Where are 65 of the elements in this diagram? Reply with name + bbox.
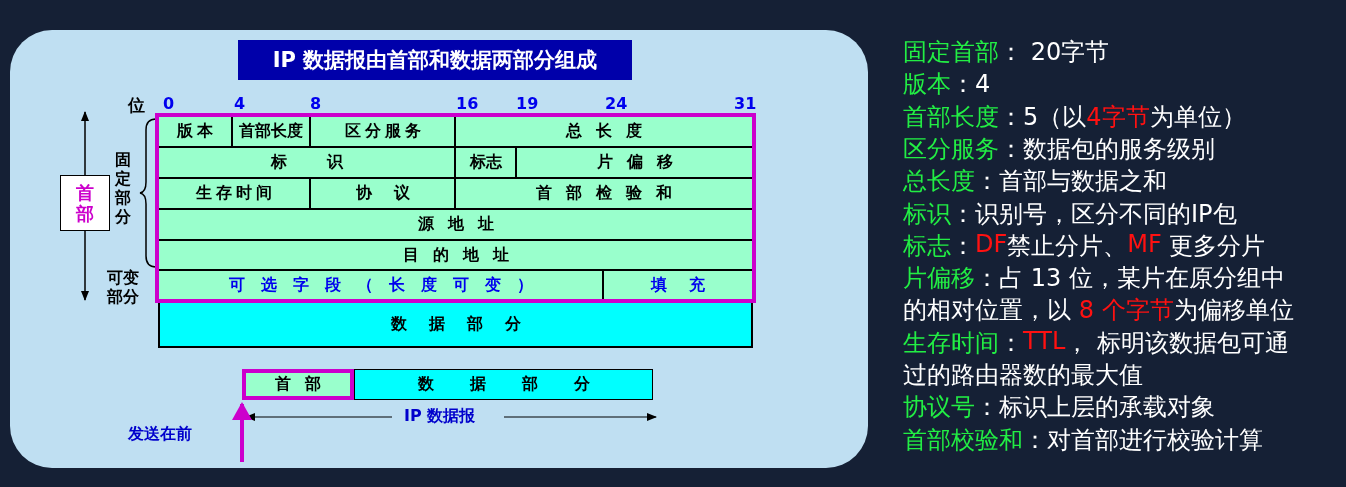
note-text: 为偏移单位 (1173, 295, 1294, 327)
note-text: ， 标明该数据包可通 (1065, 327, 1289, 359)
note-text: 禁止分片、 (1007, 230, 1128, 262)
bit-number: 0 (163, 94, 175, 113)
note-text: ：识别号，区分不同的IP包 (951, 198, 1237, 230)
field-term: 固定首部 (903, 37, 999, 68)
field-term: 片偏移 (903, 263, 975, 295)
header-field: 源地址 (158, 209, 753, 240)
title-banner: IP 数据报由首部和数据两部分组成 (238, 40, 632, 80)
header-field: 版本 (158, 116, 232, 147)
bit-number: 8 (310, 94, 322, 113)
note-text: 更多分片 (1168, 230, 1266, 262)
note-text: TTL (1023, 326, 1066, 357)
header-field: 目的地址 (158, 240, 753, 270)
header-field: 协议 (310, 178, 455, 209)
header-field: 区分服务 (310, 116, 455, 147)
bit-number: 31 (734, 94, 757, 113)
header-field: 首部检验和 (455, 178, 753, 209)
bit-label: 位 (128, 94, 145, 117)
data-segment: 数据部分 (354, 369, 653, 400)
header-field: 可选字段（长度可变） (158, 270, 603, 300)
field-term: 标识 (903, 198, 951, 230)
note-text: 4字节 (1086, 101, 1150, 133)
note-text: 8 个字节 (1078, 295, 1174, 327)
note-text: MF (1127, 229, 1162, 260)
note-text: 的相对位置，以 (903, 295, 1072, 327)
header-field: 总长度 (455, 116, 753, 147)
field-term: 区分服务 (903, 133, 999, 165)
header-field: 标志 (455, 147, 516, 178)
note-text: ： (999, 327, 1023, 359)
field-term: 协议号 (903, 392, 975, 424)
header-field: 首部长度 (232, 116, 310, 147)
note-text: ：4 (951, 69, 991, 101)
field-term: 总长度 (903, 166, 975, 198)
brace-label: 可变部分 (106, 268, 140, 306)
note-text: 为单位） (1149, 101, 1246, 133)
header-field: 片偏移 (516, 147, 753, 178)
note-text: 过的路由器数的最大值 (903, 360, 1143, 391)
note-text: ：数据包的服务级别 (999, 133, 1215, 165)
bit-number: 16 (456, 94, 479, 113)
field-term: 标志 (903, 230, 951, 262)
note-text: ： 20字节 (999, 37, 1110, 68)
note-text: DF (975, 229, 1008, 260)
header-field: 标识 (158, 147, 455, 178)
note-text: ：5（以 (999, 101, 1087, 133)
bit-number: 19 (516, 94, 539, 113)
header-field: 填充 (603, 270, 753, 300)
header-field: 生存时间 (158, 178, 310, 209)
note-text: ：首部与数据之和 (975, 166, 1167, 198)
field-term: 生存时间 (903, 327, 999, 359)
header-box: 首部 (60, 175, 110, 231)
note-text: ：对首部进行校验计算 (1023, 424, 1263, 456)
field-term: 首部长度 (903, 101, 999, 133)
brace-label: 固定部分 (114, 150, 132, 226)
note-text: ：标识上层的承载对象 (975, 392, 1215, 424)
annotation: 发送在前 (128, 424, 192, 445)
header-segment: 首部 (242, 369, 354, 400)
note-text: ：占 13 位，某片在原分组中 (975, 263, 1285, 295)
bit-number: 24 (605, 94, 628, 113)
note-text: ： (951, 230, 975, 262)
bit-number: 4 (234, 94, 246, 113)
data-field: 数据部分 (158, 300, 753, 348)
field-term: 首部校验和 (903, 424, 1023, 456)
arrow (232, 402, 252, 462)
field-term: 版本 (903, 69, 951, 101)
